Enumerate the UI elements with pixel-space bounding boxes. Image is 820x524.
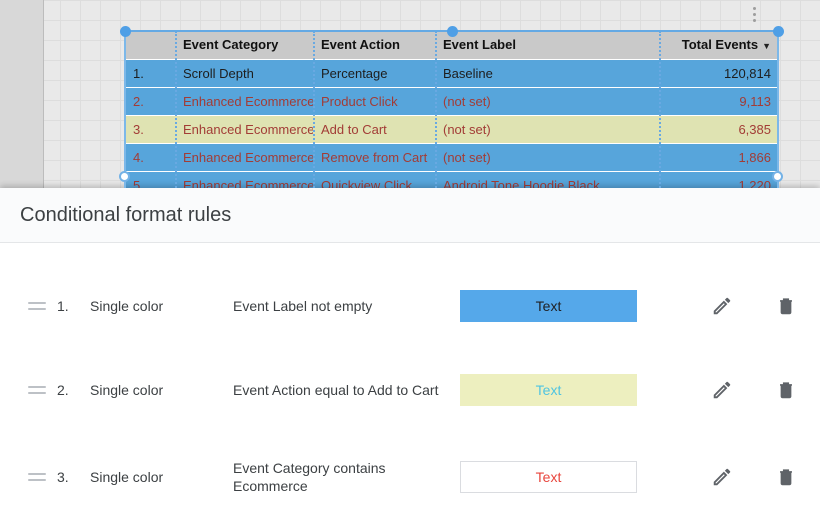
header-event-action[interactable]: Event Action <box>313 31 435 60</box>
table-row[interactable]: 1. Scroll Depth Percentage Baseline 120,… <box>125 59 779 88</box>
column-divider <box>435 31 437 188</box>
rule-type: Single color <box>90 298 164 314</box>
rule-number: 2. <box>57 382 69 398</box>
selection-border-right <box>777 31 779 188</box>
pencil-icon <box>713 381 731 399</box>
edit-rule-button[interactable] <box>710 378 734 402</box>
edit-rule-button[interactable] <box>710 294 734 318</box>
rule-condition: Event Action equal to Add to Cart <box>233 382 439 398</box>
rule-type: Single color <box>90 382 164 398</box>
table-row[interactable]: 3. Enhanced Ecommerce Add to Cart (not s… <box>125 115 779 144</box>
column-divider <box>175 31 177 188</box>
drag-handle-icon[interactable] <box>28 302 46 310</box>
conditional-format-panel: Conditional format rules 1. Single color… <box>0 188 820 524</box>
rule-color-swatch[interactable]: Text <box>460 461 637 493</box>
rule-number: 3. <box>57 469 69 485</box>
table-header-row: Event Category Event Action Event Label … <box>125 31 779 60</box>
rule-condition: Event Label not empty <box>233 298 373 314</box>
header-row-number[interactable] <box>125 31 175 60</box>
column-divider <box>313 31 315 188</box>
rule-type: Single color <box>90 469 164 485</box>
rule-number: 1. <box>57 298 69 314</box>
header-event-category[interactable]: Event Category <box>175 31 313 60</box>
rule-condition: Event Category contains Ecommerce <box>233 460 386 494</box>
delete-rule-button[interactable] <box>774 465 798 489</box>
rule-color-swatch[interactable]: Text <box>460 374 637 406</box>
trash-icon <box>780 382 792 399</box>
selection-border-left <box>124 31 126 188</box>
resize-handle-top-left[interactable] <box>120 26 131 37</box>
header-total-events[interactable]: Total Events▼ <box>659 31 779 60</box>
format-rule-row: 2. Single color Event Action equal to Ad… <box>0 372 820 408</box>
pencil-icon <box>713 297 731 315</box>
drag-handle-icon[interactable] <box>28 386 46 394</box>
column-divider <box>659 31 661 188</box>
rule-color-swatch[interactable]: Text <box>460 290 637 322</box>
edit-rule-button[interactable] <box>710 465 734 489</box>
drag-handle-icon[interactable] <box>28 473 46 481</box>
resize-handle-mid-right[interactable] <box>772 171 783 182</box>
more-options-icon[interactable] <box>751 7 757 22</box>
pencil-icon <box>713 468 731 486</box>
header-event-label[interactable]: Event Label <box>435 31 659 60</box>
format-rule-row: 3. Single color Event Category contains … <box>0 459 820 495</box>
panel-title: Conditional format rules <box>20 203 232 226</box>
delete-rule-button[interactable] <box>774 294 798 318</box>
table-row[interactable]: 5. Enhanced Ecommerce Quickview Click An… <box>125 171 779 188</box>
events-table[interactable]: Event Category Event Action Event Label … <box>125 31 779 188</box>
resize-handle-top-right[interactable] <box>773 26 784 37</box>
resize-handle-top-center[interactable] <box>447 26 458 37</box>
trash-icon <box>780 298 792 315</box>
format-rule-row: 1. Single color Event Label not empty Te… <box>0 288 820 324</box>
trash-icon <box>780 469 792 486</box>
resize-handle-mid-left[interactable] <box>119 171 130 182</box>
panel-header: Conditional format rules <box>0 188 820 243</box>
sort-desc-icon: ▼ <box>762 41 771 52</box>
table-row[interactable]: 4. Enhanced Ecommerce Remove from Cart (… <box>125 143 779 172</box>
canvas-left-gutter <box>0 0 44 188</box>
table-row[interactable]: 2. Enhanced Ecommerce Product Click (not… <box>125 87 779 116</box>
delete-rule-button[interactable] <box>774 378 798 402</box>
report-canvas[interactable]: Event Category Event Action Event Label … <box>0 0 820 188</box>
